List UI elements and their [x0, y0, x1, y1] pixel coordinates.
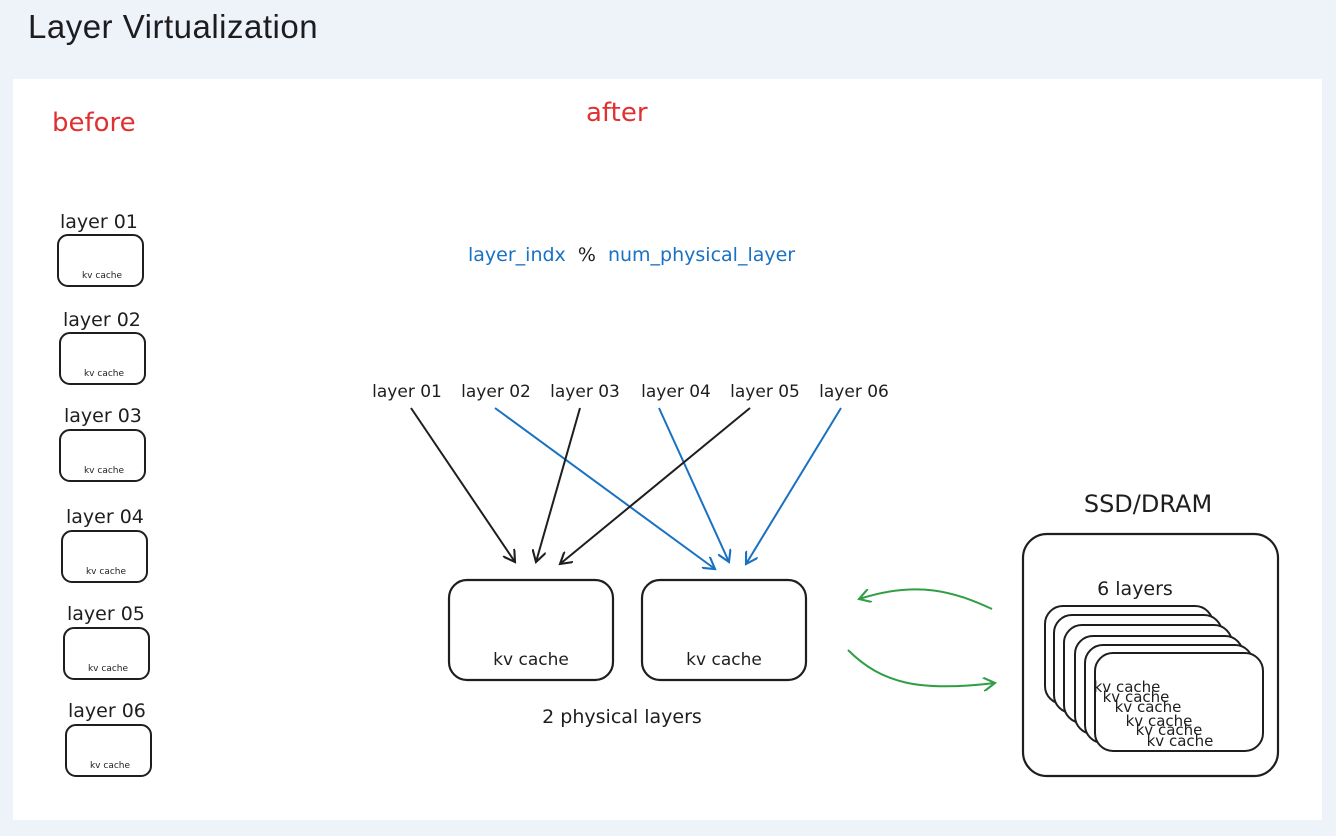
- stacked-cache-label: kv cache: [1094, 678, 1161, 696]
- before-layer: layer 06 kv cache: [65, 700, 152, 777]
- mapping-arrow-layer-04: [658, 407, 729, 562]
- storage-title: SSD/DRAM: [1084, 490, 1212, 518]
- mapping-arrow-layer-02: [494, 407, 715, 569]
- before-layer: layer 05 kv cache: [63, 603, 150, 680]
- after-layer-label: layer 05: [730, 382, 800, 402]
- page-title: Layer Virtualization: [28, 8, 319, 45]
- before-layer-cache: kv cache: [84, 466, 125, 476]
- swap-in-arrow: [859, 588, 993, 610]
- formula-index: layer_indx: [468, 244, 566, 266]
- before-layer-box: [59, 429, 146, 482]
- before-layer-label: layer 01: [60, 211, 138, 233]
- before-layer-cache: kv cache: [84, 369, 125, 379]
- formula: layer_indx % num_physical_layer: [468, 244, 795, 266]
- after-label: after: [586, 98, 648, 128]
- after-layer-label: layer 04: [641, 382, 711, 402]
- formula-operator: %: [578, 244, 596, 266]
- stacked-cache-label: kv cache: [1126, 712, 1193, 730]
- before-layer-box: [63, 627, 150, 680]
- formula-divisor: num_physical_layer: [608, 244, 795, 266]
- mapping-arrow-layer-03: [536, 407, 581, 562]
- diagram-canvas: before after layer_indx % num_physical_l…: [13, 79, 1322, 820]
- mapping-arrow-layer-05: [560, 407, 751, 564]
- stacked-cache-label: kv cache: [1103, 688, 1170, 706]
- after-layer-label: layer 01: [372, 382, 442, 402]
- before-layer-box: [59, 332, 146, 385]
- before-label: before: [52, 108, 136, 138]
- before-layer-label: layer 06: [68, 700, 146, 722]
- diagram-svg: before after layer_indx % num_physical_l…: [52, 98, 1280, 778]
- storage-box: [1021, 532, 1280, 778]
- before-layer: layer 03 kv cache: [59, 405, 146, 482]
- physical-cache-box: [447, 578, 615, 682]
- stacked-cache-box: [1094, 652, 1264, 752]
- stacked-cache-label: kv cache: [1147, 732, 1214, 750]
- swap-out-arrow: [847, 649, 995, 686]
- stacked-cache-label: kv cache: [1136, 721, 1203, 739]
- before-layer-label: layer 03: [64, 405, 142, 427]
- before-layer: layer 04 kv cache: [61, 506, 148, 583]
- after-layer-label: layer 03: [550, 382, 620, 402]
- before-layer-cache: kv cache: [82, 271, 123, 281]
- before-layer: layer 02 kv cache: [59, 309, 146, 385]
- before-layer-cache: kv cache: [90, 761, 131, 771]
- before-layer: layer 01 kv cache: [57, 211, 144, 287]
- before-layer-box: [65, 724, 152, 777]
- before-layer-box: [57, 234, 144, 287]
- before-layer-box: [61, 530, 148, 583]
- after-layer-label: layer 06: [819, 382, 889, 402]
- physical-cache-label: kv cache: [686, 650, 762, 670]
- before-layer-cache: kv cache: [88, 664, 129, 674]
- physical-cache-label: kv cache: [493, 650, 569, 670]
- stacked-cache-label: kv cache: [1115, 698, 1182, 716]
- before-layer-label: layer 02: [63, 309, 141, 331]
- physical-cache-box: [640, 578, 808, 682]
- mapping-arrow-layer-01: [410, 407, 515, 562]
- storage-caption: 6 layers: [1097, 578, 1173, 600]
- before-layer-label: layer 04: [66, 506, 144, 528]
- physical-layers-caption: 2 physical layers: [542, 706, 702, 728]
- after-layer-label: layer 02: [461, 382, 531, 402]
- mapping-arrow-layer-06: [746, 407, 842, 564]
- before-layer-label: layer 05: [67, 603, 145, 625]
- before-layer-cache: kv cache: [86, 567, 127, 577]
